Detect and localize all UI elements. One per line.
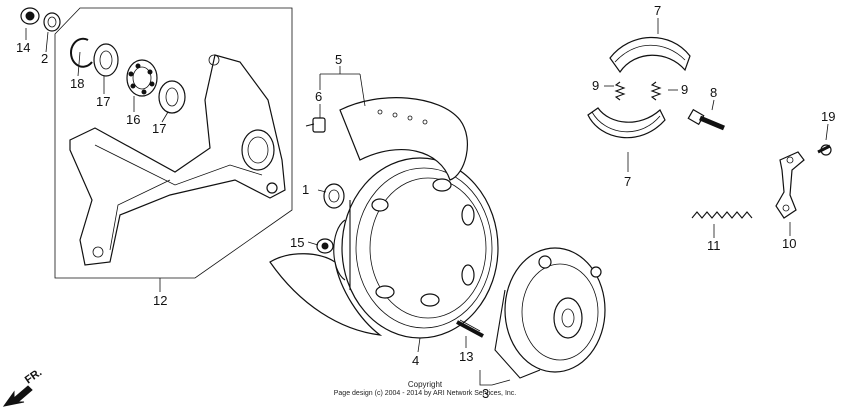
swingarm-box-outline xyxy=(54,7,293,279)
part-3-final-drive-hub[interactable] xyxy=(494,247,606,379)
part-6-clip[interactable] xyxy=(305,117,326,133)
part-8-brake-cam[interactable] xyxy=(687,108,725,131)
part-13-stud-bolt[interactable] xyxy=(456,319,484,338)
part-11-return-spring[interactable] xyxy=(691,211,753,219)
swingarm-nut xyxy=(266,182,278,194)
part-7-brake-shoe-lower[interactable] xyxy=(587,107,666,139)
part-17-bearing-upper[interactable] xyxy=(93,43,119,77)
swingarm-inner-line xyxy=(94,144,263,251)
callout-12[interactable]: 12 xyxy=(153,293,167,308)
callout-4[interactable]: 4 xyxy=(412,353,419,368)
callout-11[interactable]: 11 xyxy=(707,238,721,253)
callout-6[interactable]: 6 xyxy=(315,89,322,104)
callout-7-lower[interactable]: 7 xyxy=(624,174,631,189)
callout-10[interactable]: 10 xyxy=(782,236,796,251)
callout-14[interactable]: 14 xyxy=(16,40,30,55)
part-4-wheel[interactable] xyxy=(333,157,499,339)
swingarm-bracket[interactable] xyxy=(69,54,286,266)
callouts: 14 2 18 17 16 17 12 5 6 1 15 4 13 3 7 7 … xyxy=(16,3,835,401)
callout-9-right[interactable]: 9 xyxy=(681,82,688,97)
part-19-bolt[interactable] xyxy=(817,144,832,156)
swingarm-bearing-hole xyxy=(241,129,275,171)
copyright-notice: Page design (c) 2004 - 2014 by ARI Netwo… xyxy=(333,390,517,397)
part-5-inner-fender[interactable] xyxy=(339,97,469,181)
callout-5[interactable]: 5 xyxy=(335,52,342,67)
part-17-collar-lower[interactable] xyxy=(158,80,186,114)
callout-8[interactable]: 8 xyxy=(710,85,717,100)
callout-19[interactable]: 19 xyxy=(821,109,835,124)
swingarm-bolt-hole-top xyxy=(208,54,220,66)
swingarm-bolt-hole-bottom xyxy=(92,246,104,258)
part-2-washer[interactable] xyxy=(43,12,61,32)
callout-7-upper[interactable]: 7 xyxy=(654,3,661,18)
part-1-collar[interactable] xyxy=(323,183,345,209)
callout-13[interactable]: 13 xyxy=(459,349,473,364)
leader-lines xyxy=(25,18,829,386)
part-14-nut[interactable] xyxy=(20,7,40,25)
part-16-bearing[interactable] xyxy=(126,59,158,97)
copyright-title: Copyright xyxy=(407,380,443,389)
lower-mudguard[interactable] xyxy=(269,253,383,336)
callout-2[interactable]: 2 xyxy=(41,51,48,66)
part-9-shoe-spring-right[interactable] xyxy=(650,81,662,101)
callout-16[interactable]: 16 xyxy=(126,112,140,127)
callout-17-upper[interactable]: 17 xyxy=(96,94,110,109)
part-9-shoe-spring-left[interactable] xyxy=(614,81,626,101)
part-18-circlip[interactable] xyxy=(70,37,93,68)
callout-17-lower[interactable]: 17 xyxy=(152,121,166,136)
swingarm-bearing-hole-inner xyxy=(247,136,269,164)
part-10-brake-arm[interactable] xyxy=(775,151,805,219)
callout-1[interactable]: 1 xyxy=(302,182,309,197)
front-arrow-icon xyxy=(2,385,33,407)
callout-9-left[interactable]: 9 xyxy=(592,78,599,93)
callout-15[interactable]: 15 xyxy=(290,235,304,250)
swingarm-group xyxy=(54,7,293,279)
callout-18[interactable]: 18 xyxy=(70,76,84,91)
part-7-brake-shoe-upper[interactable] xyxy=(609,36,691,74)
callout-3[interactable]: 3 xyxy=(482,386,489,401)
part-15-nut[interactable] xyxy=(316,238,334,254)
